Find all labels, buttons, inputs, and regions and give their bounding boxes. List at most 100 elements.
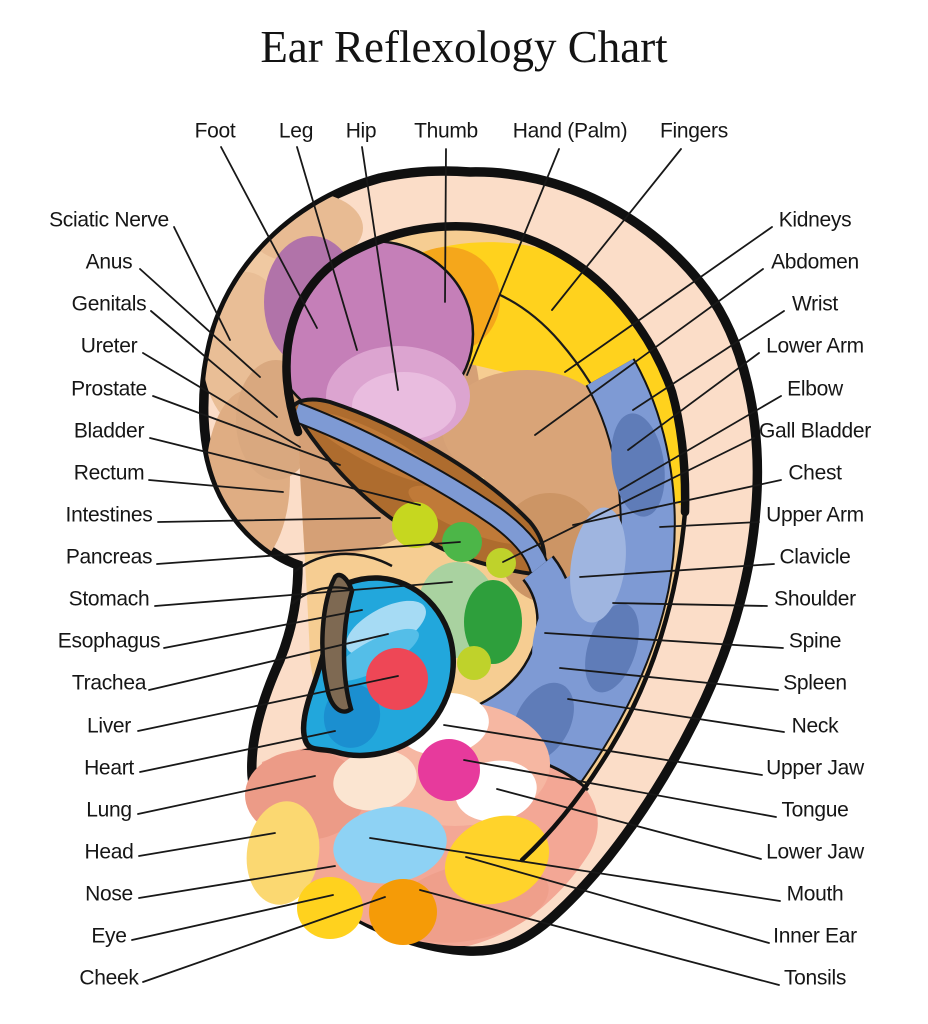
leader-bladder (149, 437, 421, 506)
leader-spine (544, 632, 784, 649)
leader-liver (137, 675, 399, 732)
leader-intestines (157, 517, 381, 523)
leader-esophagus (163, 609, 363, 649)
leader-wrist (632, 310, 785, 411)
leader-foot (220, 146, 318, 329)
leader-inner-ear (465, 856, 770, 944)
label-mouth: Mouth (786, 882, 844, 906)
label-fingers: Fingers (660, 119, 728, 143)
tongue-magenta-spot (418, 739, 480, 801)
label-sciatic-nerve: Sciatic Nerve (49, 208, 169, 232)
ear-arcs (282, 222, 690, 863)
leader-nose (138, 865, 336, 899)
leader-abdomen (534, 268, 764, 436)
label-ureter: Ureter (80, 334, 138, 358)
leader-ureter (142, 352, 301, 448)
label-cheek: Cheek (79, 966, 139, 990)
leader-elbow (619, 395, 782, 491)
label-thumb: Thumb (414, 119, 478, 143)
label-prostate: Prostate (71, 377, 147, 401)
label-spine: Spine (788, 629, 842, 653)
small-yellow-green-dot (457, 646, 491, 680)
label-head: Head (84, 840, 134, 864)
label-gall-bladder: Gall Bladder (759, 419, 871, 443)
leader-upper-jaw (443, 724, 763, 776)
head-yellow-spot (246, 801, 320, 905)
label-intestines: Intestines (65, 503, 153, 527)
inner-helix-arc (282, 222, 690, 517)
label-trachea: Trachea (71, 671, 147, 695)
crus-helicis-line-2 (291, 586, 355, 605)
leader-fingers (551, 148, 682, 311)
tragus-region (300, 572, 457, 759)
intestines-dot (392, 502, 438, 548)
tonsils-orange-spot (369, 879, 437, 945)
label-tonsils: Tonsils (783, 966, 847, 990)
label-pancreas: Pancreas (65, 545, 153, 569)
mouth-blue-spot (333, 806, 447, 884)
ear-lobe (245, 692, 598, 947)
esophagus-brown-crescent (320, 572, 355, 714)
leader-upper-arm (659, 521, 760, 528)
leader-pancreas (156, 541, 461, 565)
leader-tongue (463, 759, 777, 818)
label-hand-palm: Hand (Palm) (512, 119, 628, 143)
label-hip: Hip (345, 119, 377, 143)
label-shoulder: Shoulder (774, 587, 856, 611)
label-upper-arm: Upper Arm (766, 503, 864, 527)
inner-rim-lower-arc (519, 509, 688, 863)
label-clavicle: Clavicle (779, 545, 851, 569)
label-bladder: Bladder (73, 419, 145, 443)
label-spleen: Spleen (783, 671, 847, 695)
label-lower-arm: Lower Arm (766, 334, 864, 358)
leader-neck (567, 698, 785, 733)
leader-rectum (148, 479, 284, 493)
leader-lines (131, 146, 785, 986)
label-stomach: Stomach (68, 587, 150, 611)
leader-mouth (369, 837, 781, 902)
stomach-dark-green (464, 580, 522, 664)
label-heart: Heart (84, 756, 134, 780)
leader-spleen (559, 667, 779, 691)
leader-head (138, 832, 276, 857)
blue-band-dark-patch (611, 413, 665, 517)
label-inner-ear: Inner Ear (773, 924, 857, 948)
label-lung: Lung (86, 798, 132, 822)
label-wrist: Wrist (792, 292, 838, 316)
leader-thumb (444, 148, 447, 303)
leader-sciatic-nerve (173, 226, 231, 341)
lobe-cream-spot (333, 749, 417, 811)
label-chest: Chest (788, 461, 842, 485)
leader-lower-jaw (496, 788, 762, 860)
blue-band-light-patch (570, 507, 626, 623)
eye-yellow-spot (297, 877, 363, 939)
leader-kidneys (564, 226, 773, 373)
leader-lung (137, 775, 316, 815)
crus-helicis-line (293, 552, 393, 573)
leader-anus (139, 268, 261, 378)
label-abdomen: Abdomen (771, 250, 859, 274)
leader-heart (139, 730, 336, 773)
heart-red-circle (366, 648, 428, 710)
trachea-mid-band (333, 628, 419, 682)
label-nose: Nose (85, 882, 133, 906)
leader-eye (131, 894, 334, 941)
pancreas-dot (442, 522, 482, 562)
leader-prostate (152, 395, 341, 466)
leader-lower-arm (627, 352, 760, 451)
label-neck: Neck (791, 714, 839, 738)
label-tongue: Tongue (781, 798, 849, 822)
label-kidneys: Kidneys (778, 208, 852, 232)
leader-clavicle (579, 563, 775, 578)
leader-stomach (154, 581, 453, 607)
blue-strip (293, 404, 549, 573)
leader-trachea (148, 633, 389, 691)
label-anus: Anus (85, 250, 133, 274)
label-genitals: Genitals (71, 292, 147, 316)
trachea-light-band (346, 600, 426, 656)
leader-shoulder (612, 602, 768, 607)
label-liver: Liver (86, 714, 132, 738)
page-title: Ear Reflexology Chart (260, 22, 668, 72)
